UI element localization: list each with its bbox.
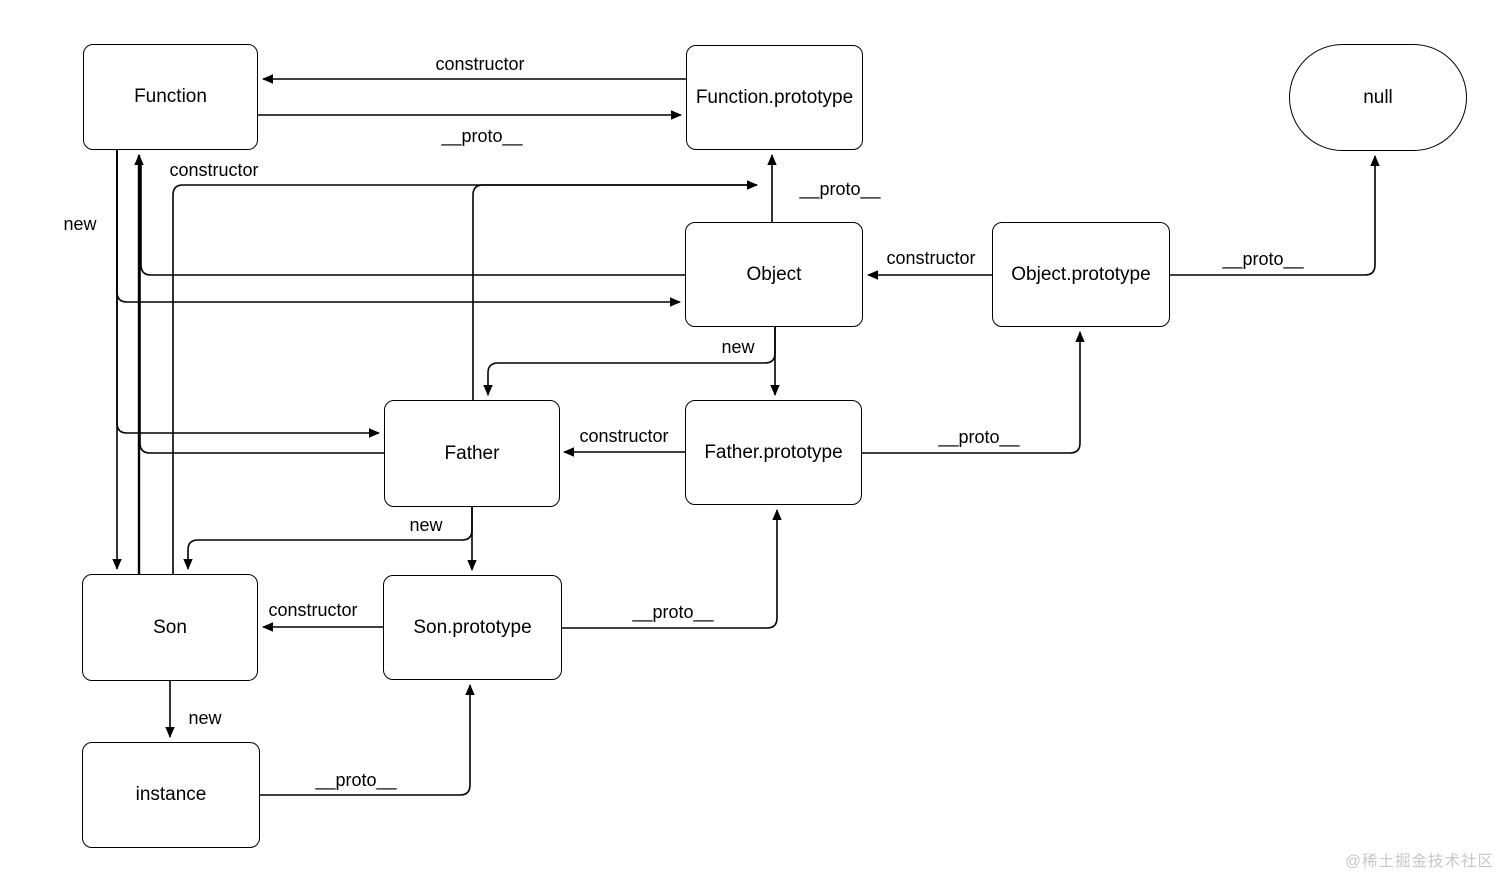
node-label-object-prototype: Object.prototype: [1011, 263, 1151, 285]
edge-label-2-uuprotouu: __proto__: [799, 179, 881, 199]
edge-label-9-uuprotouu: __proto__: [938, 427, 1020, 447]
edge-fatherprototype-proto-objectprototype: [862, 331, 1085, 454]
edge-function-new-object: [116, 150, 681, 307]
node-son-prototype: Son.prototype: [383, 575, 562, 680]
node-label-father-prototype: Father.prototype: [704, 441, 843, 463]
node-label-instance: instance: [135, 784, 207, 805]
watermark: @稀土掘金技术社区: [1345, 853, 1494, 870]
edge-label-3-constructor: constructor: [169, 160, 259, 180]
node-label-null: null: [1363, 86, 1393, 108]
node-function: Function: [83, 44, 258, 150]
edge-label-11-constructor: constructor: [268, 600, 358, 620]
edge-label-12-uuprotouu: __proto__: [632, 602, 714, 622]
edge-son-proto-functionprototype: [172, 180, 758, 574]
node-object: Object: [685, 222, 863, 327]
node-label-function: Function: [134, 86, 207, 107]
node-father-prototype: Father.prototype: [685, 400, 862, 505]
edge-label-1-uuprotouu: __proto__: [441, 126, 523, 146]
edge-father-constructor-function: [139, 162, 384, 454]
node-null: null: [1289, 44, 1467, 151]
edge-label-4-new: new: [63, 214, 97, 234]
node-father: Father: [384, 400, 560, 507]
edge-label-6-uuprotouu: __proto__: [1222, 249, 1304, 269]
edge-instance-proto-sonprototype: [260, 684, 475, 796]
node-label-son: Son: [153, 616, 187, 638]
edge-label-8-constructor: constructor: [579, 426, 669, 446]
node-label-son-prototype: Son.prototype: [413, 616, 532, 638]
edge-label-7-new: new: [721, 337, 755, 357]
node-son: Son: [82, 574, 258, 681]
edge-function-new-father: [116, 150, 380, 438]
edge-label-13-new: new: [188, 708, 222, 728]
edge-label-5-constructor: constructor: [886, 248, 976, 268]
edge-sonprototype-proto-fatherprototype: [562, 509, 782, 629]
node-object-prototype: Object.prototype: [992, 222, 1170, 327]
edge-object-new-father: [483, 327, 776, 396]
node-instance: instance: [82, 742, 260, 848]
node-label-function-prototype: Function.prototype: [695, 86, 854, 108]
edge-label-10-new: new: [409, 515, 443, 535]
edge-label-14-uuprotouu: __proto__: [315, 770, 397, 790]
node-label-object: Object: [746, 263, 802, 285]
edge-object-constructor-function: [140, 162, 685, 276]
edge-father-new-son: [183, 507, 473, 570]
node-label-father: Father: [444, 442, 500, 464]
edge-objectprototype-proto-null: [1170, 155, 1380, 276]
edge-label-0-constructor: constructor: [435, 54, 525, 74]
edge-father-proto-functionprototype: [472, 184, 757, 400]
node-function-prototype: Function.prototype: [686, 45, 863, 150]
